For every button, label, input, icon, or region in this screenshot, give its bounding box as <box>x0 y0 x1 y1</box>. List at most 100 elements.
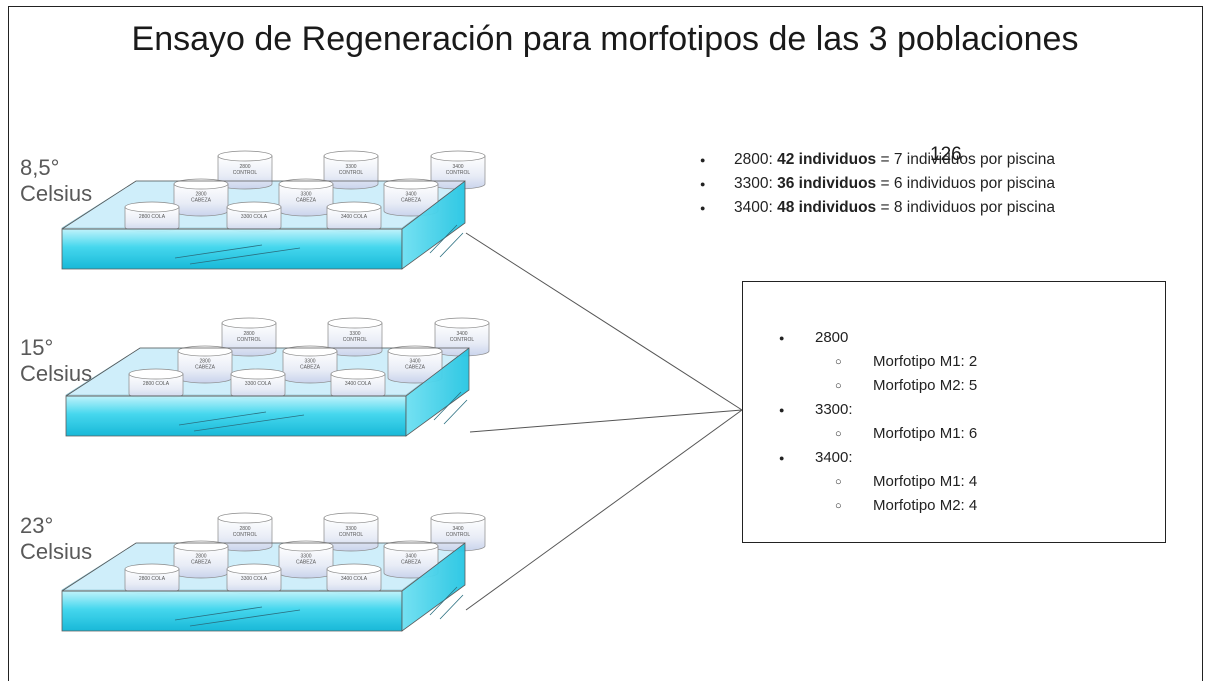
morphotype-list: 2800 Morfotipo M1: 2 Morfotipo M2: 5 330… <box>779 326 977 518</box>
container-label: CABEZA <box>296 560 317 566</box>
container-label: CABEZA <box>191 198 212 204</box>
container-label: 3300 <box>345 526 356 532</box>
container-label: CABEZA <box>401 560 422 566</box>
temperature-label-1: 8,5° Celsius <box>20 155 92 207</box>
container-cylinder: 3300 COLA <box>230 368 286 400</box>
container-label: 3300 COLA <box>245 381 272 387</box>
container-label: 3400 COLA <box>341 576 368 582</box>
container-label: 2800 COLA <box>139 576 166 582</box>
container-label: CONTROL <box>237 337 262 343</box>
container-label: CABEZA <box>300 365 321 371</box>
summary-item: 2800: 42 individuos = 7 individuos por p… <box>700 148 1055 172</box>
summary-item: 3400: 48 individuos = 8 individuos por p… <box>700 196 1055 220</box>
morphotype-sublist: Morfotipo M1: 6 <box>815 422 977 446</box>
morphotype-item: Morfotipo M2: 5 <box>815 374 977 398</box>
container-cylinder: 3300 COLA <box>226 201 282 233</box>
container-label: CONTROL <box>339 170 364 176</box>
container-label: 3300 COLA <box>241 214 268 220</box>
container-label: 2800 COLA <box>139 214 166 220</box>
container-label: 2800 COLA <box>143 381 170 387</box>
container-label: CONTROL <box>450 337 475 343</box>
connector-line <box>465 232 743 411</box>
temperature-value: 23° <box>20 513 54 538</box>
container-label: CABEZA <box>405 365 426 371</box>
container-label: CONTROL <box>233 170 258 176</box>
container-label: CABEZA <box>195 365 216 371</box>
container-label: 3300 <box>300 192 311 198</box>
morphotype-group: 3300: Morfotipo M1: 6 <box>779 398 977 446</box>
tank-side-face <box>405 347 470 437</box>
container-cylinder: 3400 COLA <box>326 563 382 595</box>
summary-item: 3300: 36 individuos = 6 individuos por p… <box>700 172 1055 196</box>
tank-front-face <box>61 590 403 632</box>
group-label: 3400: <box>815 449 853 466</box>
container-label: CABEZA <box>296 198 317 204</box>
tank: 2800CONTROL3300CONTROL3400CONTROL2800CAB… <box>60 512 486 632</box>
summary-count: 36 individuos <box>777 175 877 192</box>
temperature-value: 8,5° <box>20 155 60 180</box>
reflection-line <box>429 586 458 616</box>
tank-rim <box>61 542 465 592</box>
reflection-line <box>443 399 468 425</box>
container-cylinder: 2800 COLA <box>124 563 180 595</box>
container-label: 2800 <box>239 526 250 532</box>
group-label: 2800 <box>815 329 849 346</box>
container-label: 2800 <box>243 331 254 337</box>
temperature-unit: Celsius <box>20 181 93 206</box>
morphotype-item: Morfotipo M1: 2 <box>815 350 977 374</box>
container-label: CONTROL <box>446 170 471 176</box>
container-label: CABEZA <box>401 198 422 204</box>
reflection-line <box>189 247 301 265</box>
container-label: 2800 <box>239 164 250 170</box>
container-label: 3300 <box>300 554 311 560</box>
morphotype-item: Morfotipo M1: 4 <box>815 470 977 494</box>
reflection-line <box>439 594 464 620</box>
summary-pop: 3300: <box>734 175 778 192</box>
container-cylinder: 2800 COLA <box>124 201 180 233</box>
reflection-line <box>433 391 462 421</box>
tank-rim <box>61 180 465 230</box>
container-label: 2800 <box>199 359 210 365</box>
reflection-line <box>439 232 464 258</box>
container-label: 3300 <box>304 359 315 365</box>
tank-side-face <box>401 180 466 270</box>
tank: 2800CONTROL3300CONTROL3400CONTROL2800CAB… <box>64 317 490 437</box>
slide-title: Ensayo de Regeneración para morfotipos d… <box>131 20 1079 58</box>
tank-rim <box>65 347 469 397</box>
summary-rest: = 8 individuos por piscina <box>876 199 1055 216</box>
container-cylinder: 3400 COLA <box>330 368 386 400</box>
morphotype-sublist: Morfotipo M1: 4 Morfotipo M2: 4 <box>815 470 977 518</box>
reflection-line <box>189 609 301 627</box>
container-label: CONTROL <box>233 532 258 538</box>
temperature-value: 15° <box>20 335 54 360</box>
reflection-line <box>193 414 305 432</box>
temperature-label-3: 23° Celsius <box>20 513 92 565</box>
connector-line <box>469 409 743 433</box>
tank: 2800CONTROL3300CONTROL3400CONTROL2800CAB… <box>60 150 486 270</box>
container-cylinder: 2800 COLA <box>128 368 184 400</box>
reflection-line <box>178 411 267 426</box>
temperature-unit: Celsius <box>20 539 93 564</box>
summary-list: 2800: 42 individuos = 7 individuos por p… <box>700 148 1055 220</box>
container-label: 3400 <box>452 164 463 170</box>
container-label: 3300 <box>349 331 360 337</box>
container-label: 3400 COLA <box>345 381 372 387</box>
tank-side-face <box>401 542 466 632</box>
container-label: 3300 <box>345 164 356 170</box>
container-label: 3400 <box>405 554 416 560</box>
group-label: 3300: <box>815 401 853 418</box>
container-label: CONTROL <box>446 532 471 538</box>
container-label: CONTROL <box>343 337 368 343</box>
container-label: 3400 <box>409 359 420 365</box>
container-label: CONTROL <box>339 532 364 538</box>
summary-count: 48 individuos <box>777 199 877 216</box>
temperature-unit: Celsius <box>20 361 93 386</box>
